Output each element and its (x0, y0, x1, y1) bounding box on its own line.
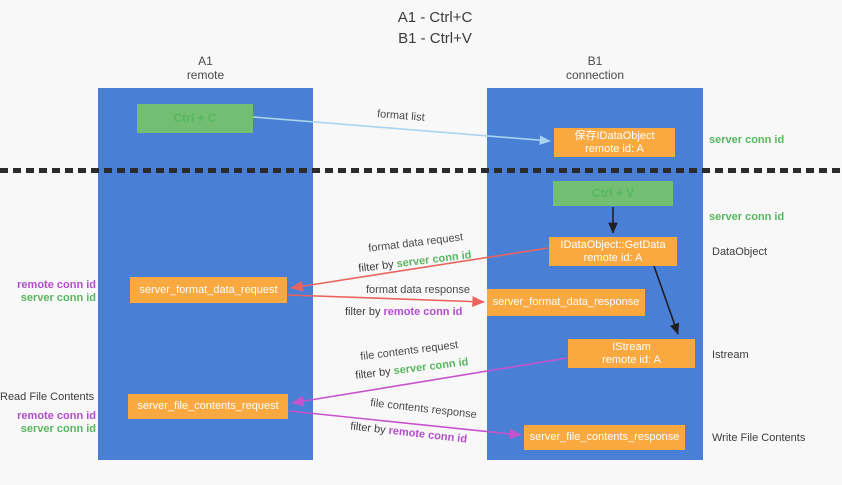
lane-header-a1: A1 remote (98, 54, 313, 82)
file-contents-request-arrow (291, 357, 568, 407)
remote-conn-id-label-1: remote conn id (17, 279, 96, 291)
lane-b1-name: B1 (587, 54, 603, 68)
node-ctrl-v: Ctrl + V (553, 181, 673, 206)
getdata-to-istream-arrow (653, 265, 680, 335)
node-ctrl-v-label: Ctrl + V (591, 186, 635, 200)
filter-by-text-2: filter by (345, 306, 384, 318)
server-conn-id-label-top: server conn id (709, 134, 785, 146)
lane-b1-subtitle: connection (565, 68, 625, 82)
node-istream-line2: remote id: A (602, 353, 661, 366)
dataobject-label: DataObject (712, 246, 768, 258)
format-data-response-arrow (287, 294, 485, 307)
node-file-response-label: server_file_contents_response (529, 431, 680, 443)
node-server-format-data-request: server_format_data_request (130, 277, 287, 303)
node-server-format-data-response: server_format_data_response (487, 289, 645, 316)
write-file-contents-label: Write File Contents (712, 432, 806, 444)
format-data-request-arrow (290, 247, 549, 292)
server-conn-id-label-mid: server conn id (709, 211, 785, 223)
diagram-title: A1 - Ctrl+C B1 - Ctrl+V (14, 7, 842, 49)
file-contents-response-arrow (288, 410, 522, 440)
lane-a1-subtitle: remote (186, 68, 225, 82)
title-line-1: A1 - Ctrl+C (397, 9, 473, 26)
node-server-file-contents-request: server_file_contents_request (128, 394, 288, 419)
remote-conn-id-label-2: remote conn id (17, 410, 96, 422)
lane-header-b1: B1 connection (487, 54, 703, 82)
node-getdata-line1: IDataObject::GetData (560, 238, 666, 251)
node-format-response-label: server_format_data_response (492, 296, 640, 308)
lane-a1-name: A1 (198, 54, 213, 68)
format-request-conn-ids: remote conn id server conn id (0, 279, 96, 305)
file-request-conn-ids: remote conn id server conn id (0, 410, 96, 436)
server-conn-id-label-left-2: server conn id (20, 423, 96, 435)
node-istream: IStream remote id: A (568, 339, 695, 368)
istream-label: Istream (712, 349, 749, 361)
format-list-arrow (252, 116, 551, 145)
node-ctrl-c-label: Ctrl + C (173, 111, 217, 125)
node-save-idataobject-line1: 保存IDataObject (574, 129, 655, 142)
node-ctrl-c: Ctrl + C (137, 104, 253, 133)
node-save-idataobject-line2: remote id: A (585, 142, 644, 155)
node-server-file-contents-response: server_file_contents_response (524, 425, 685, 450)
filter-remote-conn-id-1: remote conn id (383, 306, 463, 318)
node-istream-line1: IStream (612, 340, 651, 353)
server-conn-id-label-left-1: server conn id (20, 292, 96, 304)
filter-by-remote-conn-id-1: filter by remote conn id (345, 306, 462, 318)
read-file-contents-label: Read File Contents (0, 391, 95, 403)
node-idataobject-getdata: IDataObject::GetData remote id: A (549, 237, 677, 266)
node-save-idataobject: 保存IDataObject remote id: A (554, 128, 675, 157)
node-file-request-label: server_file_contents_request (137, 400, 279, 412)
node-format-request-label: server_format_data_request (139, 283, 278, 296)
node-getdata-line2: remote id: A (583, 251, 643, 264)
session-divider-dotted-line (0, 168, 842, 173)
title-line-2: B1 - Ctrl+V (398, 30, 472, 47)
format-data-response-label: format data response (366, 284, 470, 296)
